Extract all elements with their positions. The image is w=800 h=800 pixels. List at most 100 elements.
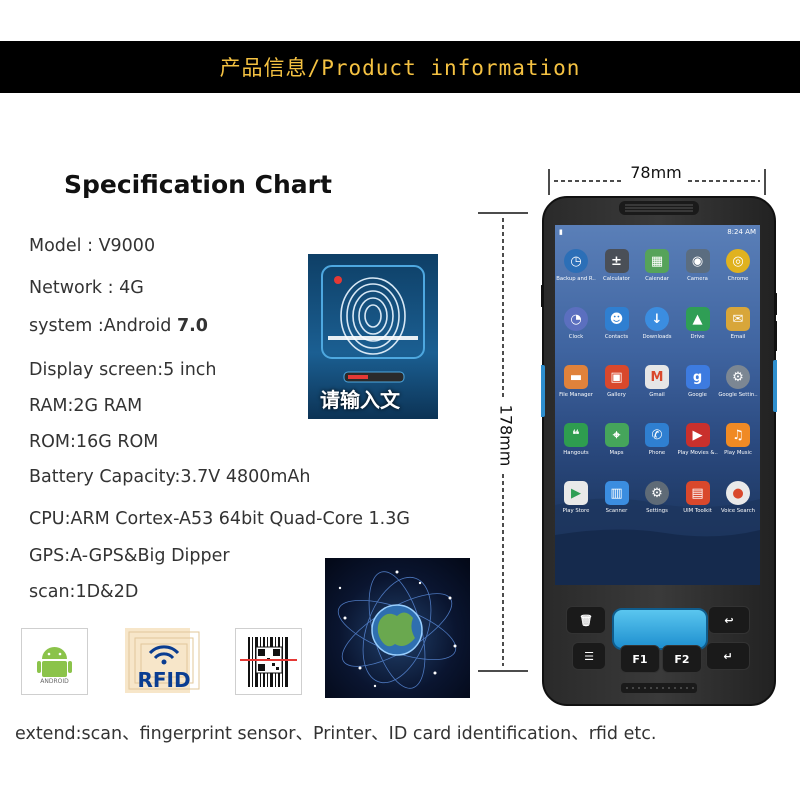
spec-system-version: 7.0: [176, 316, 208, 336]
app-hangouts[interactable]: ❝ Hangouts: [556, 423, 596, 479]
spec-battery-value: 4800mAh: [225, 467, 311, 487]
app-drive[interactable]: ▲ Drive: [678, 307, 718, 363]
app-calculator[interactable]: ± Calculator: [597, 249, 637, 305]
gmail-icon: M: [645, 365, 669, 389]
app-play-movies[interactable]: ▶Play Movies &..: [678, 423, 718, 479]
app-play-store[interactable]: ▶Play Store: [556, 481, 596, 537]
width-dimension: 78mm: [548, 163, 766, 197]
back-key[interactable]: ↩: [708, 606, 750, 634]
app-uim-toolkit[interactable]: ▤ UIM Toolkit: [678, 481, 718, 537]
maps-icon: ⌖: [604, 423, 629, 447]
app-label: Play Movies &..: [677, 450, 718, 456]
clock-face-icon: ◔: [564, 307, 588, 331]
folder-icon: ▬: [564, 365, 588, 389]
app-maps[interactable]: ⌖ Maps: [597, 423, 637, 479]
download-icon: ↓: [645, 307, 669, 331]
spec-network: Network : 4G: [29, 278, 144, 298]
calendar-icon: ▦: [645, 249, 669, 273]
app-label: Google: [688, 392, 707, 398]
app-label: Gmail: [649, 392, 665, 398]
app-label: Play Store: [562, 508, 590, 514]
device-screen[interactable]: ▮ 8:24 AM ◷Backup and R.. ± Calculator ▦ Cal…: [555, 225, 760, 585]
app-voice-search[interactable]: ●Voice Search: [718, 481, 758, 537]
spec-title: Specification Chart: [64, 170, 332, 199]
app-gallery[interactable]: ▣Gallery: [597, 365, 637, 421]
app-chrome[interactable]: ◎Chrome: [718, 249, 758, 305]
drive-icon: ▲: [685, 307, 710, 331]
delete-key[interactable]: 🗑: [566, 606, 606, 634]
status-bar: ▮ 8:24 AM: [555, 225, 760, 239]
app-label: UIM Toolkit: [683, 508, 712, 514]
sim-icon: ▤: [685, 481, 710, 505]
globe-icon: [337, 570, 457, 689]
barcode-qr-logo: [235, 628, 302, 695]
music-icon: ♫: [726, 423, 750, 447]
app-clock[interactable]: ◔ Clock: [556, 307, 596, 363]
android-logo: ANDROID: [21, 628, 88, 695]
spec-scan: scan:1D&2D: [29, 582, 139, 602]
wallpaper-waves: [555, 498, 760, 585]
app-camera[interactable]: ◉Camera: [678, 249, 718, 305]
fingerprint-icon: [321, 265, 425, 383]
width-label: 78mm: [630, 163, 682, 182]
hangouts-icon: ❝: [564, 423, 588, 447]
back-arrow-icon: ↩: [724, 613, 734, 627]
app-label: Calendar: [645, 276, 669, 282]
app-label: Scanner: [605, 508, 628, 514]
email-icon: ✉: [726, 307, 750, 331]
spec-system: system :Android 7.0: [29, 316, 208, 336]
height-label: 178mm: [496, 404, 516, 467]
f1-key[interactable]: F1: [620, 645, 660, 673]
spec-ram: RAM:2G RAM: [29, 396, 143, 416]
microphone-icon: ●: [726, 481, 750, 505]
spec-display: Display screen:5 inch: [29, 360, 217, 380]
app-label: Settings: [646, 508, 668, 514]
calculator-icon: ±: [604, 249, 629, 273]
app-label: Clock: [568, 334, 584, 340]
app-label: File Manager: [559, 392, 593, 398]
app-label: Gallery: [607, 392, 626, 398]
camera-icon: ◉: [685, 249, 710, 273]
app-play-music[interactable]: ♫ Play Music: [718, 423, 758, 479]
app-phone[interactable]: ✆ Phone: [637, 423, 677, 479]
app-label: Maps: [609, 450, 624, 456]
enter-icon: ↵: [723, 649, 733, 663]
app-label: Downloads: [642, 334, 672, 340]
app-google-settin[interactable]: ⚙Google Settin..: [718, 365, 758, 421]
phone-icon: ✆: [645, 423, 669, 447]
app-label: Hangouts: [563, 450, 589, 456]
app-email[interactable]: ✉ Email: [718, 307, 758, 363]
f2-key[interactable]: F2: [662, 645, 702, 673]
app-label: Google Settin..: [718, 392, 758, 398]
app-scanner[interactable]: ▥Scanner: [597, 481, 637, 537]
spec-gps: GPS:A-GPS&Big Dipper: [29, 546, 230, 566]
enter-key[interactable]: ↵: [706, 642, 750, 670]
app-calendar[interactable]: ▦ Calendar: [637, 249, 677, 305]
spec-battery: Battery Capacity:3.7V 4800mAh: [29, 467, 310, 487]
app-downloads[interactable]: ↓ Downloads: [637, 307, 677, 363]
contacts-icon: ☻: [604, 307, 629, 331]
rfid-icon: [128, 631, 200, 690]
scan-key[interactable]: [612, 608, 708, 650]
app-label: Chrome: [727, 276, 749, 282]
menu-icon: ☰: [584, 649, 594, 663]
app-backup-and-r[interactable]: ◷Backup and R..: [556, 249, 596, 305]
clock-icon: ◷: [564, 249, 588, 273]
app-gmail[interactable]: M Gmail: [637, 365, 677, 421]
android-label: ANDROID: [40, 678, 69, 685]
app-label: Calculator: [603, 276, 630, 282]
app-file-manager[interactable]: ▬ File Manager: [556, 365, 596, 421]
app-label: Email: [730, 334, 746, 340]
menu-key[interactable]: ☰: [572, 642, 606, 670]
app-contacts[interactable]: ☻Contacts: [597, 307, 637, 363]
app-settings[interactable]: ⚙Settings: [637, 481, 677, 537]
app-label: Phone: [648, 450, 666, 456]
rfid-label: RFID: [137, 668, 191, 692]
height-dimension: 178mm: [476, 212, 536, 672]
android-icon: [37, 647, 72, 677]
header-banner: 产品信息/Product information: [0, 41, 800, 93]
app-label: Play Music: [724, 450, 752, 456]
app-label: Drive: [690, 334, 705, 340]
barcode-icon: [240, 637, 297, 687]
